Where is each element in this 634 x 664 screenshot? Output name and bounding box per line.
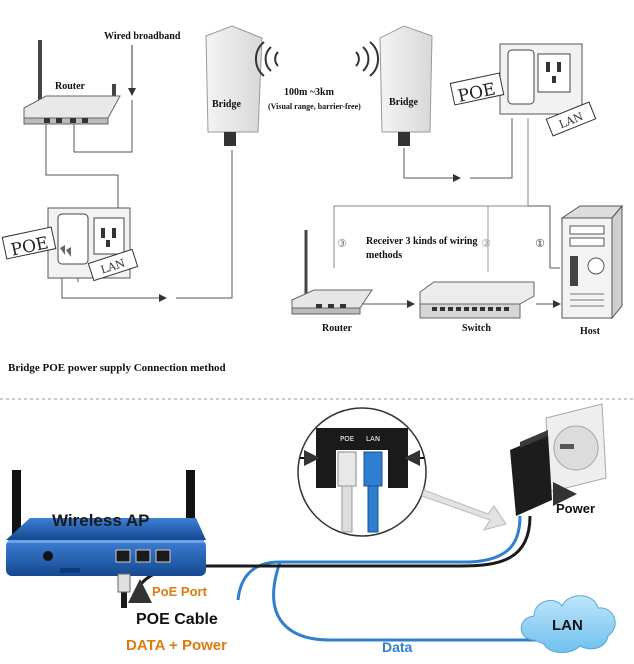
- bridge-left: Bridge: [205, 25, 263, 146]
- inset-poe-label: POE: [340, 435, 354, 443]
- poe-cable-label: POE Cable: [136, 611, 218, 628]
- caption: Bridge POE power supply Connection metho…: [8, 362, 226, 374]
- lan-cloud-icon: LAN: [520, 595, 616, 653]
- wired-broadband-line: Wired broadband: [104, 31, 181, 96]
- poe-port-closeup: POE LAN: [297, 407, 427, 537]
- data-label: Data: [382, 639, 413, 655]
- poe-injector-right: POE LAN: [449, 43, 597, 137]
- receiver-label-2: methods: [366, 250, 402, 261]
- router-right-label: Router: [322, 323, 353, 334]
- method-2-number: ②: [481, 237, 491, 250]
- top-section: Wired broadband Router Bridge: [1, 25, 624, 374]
- data-power-label: DATA + Power: [126, 637, 227, 654]
- wired-broadband-label: Wired broadband: [104, 31, 181, 42]
- inset-lan-label: LAN: [366, 435, 380, 443]
- bridge-right-label: Bridge: [389, 97, 418, 108]
- bridge-right: Bridge: [379, 25, 433, 146]
- bridge-left-label: Bridge: [212, 99, 241, 110]
- data-cable: [236, 515, 522, 601]
- switch-label: Switch: [462, 323, 491, 334]
- method-1-number: ①: [535, 237, 545, 250]
- power-label: Power: [556, 501, 595, 516]
- lan-cloud-label: LAN: [552, 617, 583, 634]
- host-label: Host: [580, 326, 601, 337]
- wireless-ap-label: Wireless AP: [52, 511, 149, 530]
- switch-device: Switch: [419, 281, 535, 334]
- range-label-1: 100m ~3km: [284, 87, 335, 98]
- host-computer: Host: [560, 204, 624, 337]
- poe-port-label: PoE Port: [152, 584, 208, 599]
- wireless-wave-icon: [254, 41, 380, 77]
- router-right: Router: [291, 230, 373, 334]
- range-label-2: (Visual range, barrier-free): [268, 102, 361, 111]
- router-left-label: Router: [55, 81, 86, 92]
- method-3-number: ③: [337, 237, 347, 250]
- poe-injector-left: POE LAN: [1, 207, 139, 282]
- power-adapter: [510, 403, 607, 516]
- receiver-label-1: Receiver 3 kinds of wiring: [366, 236, 477, 247]
- wireless-ap-device: Wireless AP: [6, 470, 206, 576]
- router-left: Router: [23, 40, 121, 125]
- bottom-section: POE LAN Power: [6, 403, 616, 655]
- pointer-arrow: [421, 489, 507, 531]
